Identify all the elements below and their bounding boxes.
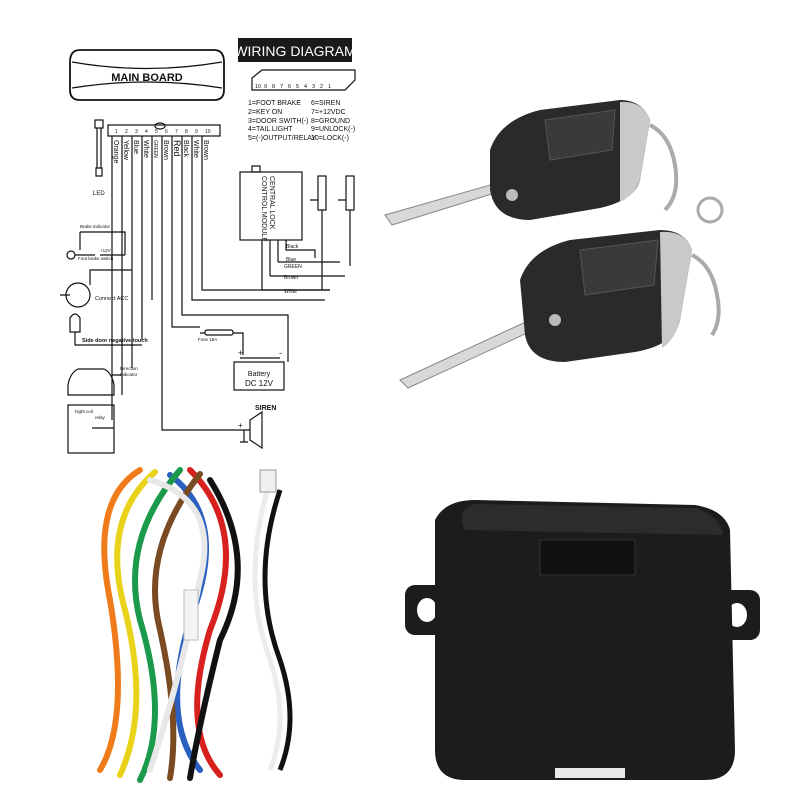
- svg-text:8=GROUND: 8=GROUND: [311, 118, 350, 125]
- svg-text:2=KEY ON: 2=KEY ON: [248, 109, 282, 116]
- key-fob-bottom: [399, 230, 721, 389]
- svg-text:4: 4: [304, 84, 307, 90]
- wire-color-labels: Orange Yellow Blue White GREEN Brown Red…: [112, 140, 209, 163]
- svg-text:6: 6: [165, 129, 168, 135]
- key-fobs: [384, 100, 724, 389]
- wiring-diagram: WIRING DIAGRAM MAIN BOARD 10 9 8 7 6 5 4…: [60, 38, 356, 454]
- svg-text:Black: Black: [286, 244, 299, 250]
- svg-text:5: 5: [296, 84, 299, 90]
- svg-text:10: 10: [255, 84, 261, 90]
- svg-text:2: 2: [125, 129, 128, 135]
- plus12v-label: +12V: [100, 248, 111, 253]
- svg-text:CONTROL MODULE: CONTROL MODULE: [260, 176, 267, 242]
- module-wire-labels: Black Blue GREEN Brown White: [284, 244, 302, 295]
- relay-label: hight coil: [75, 409, 93, 414]
- svg-text:3: 3: [135, 129, 138, 135]
- svg-text:Brown: Brown: [202, 140, 209, 160]
- brake-indicator-label: Brake indicator: [80, 224, 111, 229]
- module-label: CENTRAL LOCK CONTROL MODULE: [260, 176, 275, 242]
- wiring-diagram-title: WIRING DIAGRAM: [234, 43, 355, 59]
- svg-text:5: 5: [155, 129, 158, 135]
- svg-text:8: 8: [185, 129, 188, 135]
- led-label: LED: [93, 191, 105, 197]
- svg-text:1=FOOT BRAKE: 1=FOOT BRAKE: [248, 100, 301, 107]
- svg-text:9: 9: [264, 84, 267, 90]
- direction-indicator-label: Direction: [120, 366, 138, 371]
- wire-harness: [97, 467, 293, 783]
- side-door-label: Side door negative touch: [82, 338, 148, 344]
- svg-text:4: 4: [145, 129, 148, 135]
- svg-text:Orange: Orange: [112, 140, 119, 163]
- svg-text:7: 7: [280, 84, 283, 90]
- svg-text:Blue: Blue: [132, 140, 139, 154]
- svg-text:+: +: [238, 348, 243, 358]
- svg-text:9=UNLOCK(-): 9=UNLOCK(-): [311, 126, 355, 133]
- svg-text:9: 9: [195, 129, 198, 135]
- svg-text:GREEN: GREEN: [152, 140, 158, 158]
- foot-brake-switch-label: Foot brake switch: [78, 256, 114, 261]
- svg-text:CENTRAL LOCK: CENTRAL LOCK: [268, 176, 275, 230]
- svg-text:Black: Black: [182, 140, 189, 158]
- svg-text:-: -: [279, 348, 282, 358]
- main-board-label: MAIN BOARD: [111, 72, 183, 84]
- svg-text:Indicator: Indicator: [120, 372, 138, 377]
- svg-text:relay: relay: [95, 415, 106, 420]
- svg-text:3=DOOR SWITH(-): 3=DOOR SWITH(-): [248, 118, 308, 125]
- svg-text:8: 8: [272, 84, 275, 90]
- key-fob-top: [384, 100, 724, 226]
- svg-text:+: +: [238, 421, 243, 430]
- svg-text:10: 10: [205, 129, 211, 135]
- svg-text:White: White: [192, 140, 199, 158]
- svg-text:Brown: Brown: [284, 275, 298, 281]
- control-module-box: [405, 500, 760, 780]
- svg-text:5=(-)OUTPUT/RELAY: 5=(-)OUTPUT/RELAY: [248, 135, 316, 142]
- battery-label: Battery: [248, 371, 271, 378]
- svg-text:3: 3: [312, 84, 315, 90]
- svg-text:Blue: Blue: [286, 257, 296, 263]
- main-board-shape: [69, 49, 225, 101]
- svg-text:2: 2: [320, 84, 323, 90]
- svg-text:GREEN: GREEN: [284, 264, 302, 270]
- svg-text:4=TAIL LIGHT: 4=TAIL LIGHT: [248, 126, 293, 133]
- svg-text:7=+12VDC: 7=+12VDC: [311, 109, 346, 116]
- pin-numbers: 1 2 3 4 5 6 7 8 9 10: [115, 129, 211, 135]
- svg-text:7: 7: [175, 129, 178, 135]
- wiring-diagram-title-bg: [238, 38, 352, 62]
- svg-text:Red: Red: [172, 140, 182, 157]
- svg-text:1: 1: [115, 129, 118, 135]
- svg-text:6=SIREN: 6=SIREN: [311, 100, 340, 107]
- connector-numbers: 10 9 8 7 6 5 4 3 2 1: [255, 84, 331, 90]
- svg-text:White: White: [142, 140, 149, 158]
- svg-text:Yellow: Yellow: [122, 140, 129, 161]
- svg-text:1: 1: [328, 84, 331, 90]
- svg-text:DC 12V: DC 12V: [245, 379, 274, 388]
- svg-text:6: 6: [288, 84, 291, 90]
- fuse-label: Fuse 15A: [198, 337, 217, 342]
- svg-text:10=LOCK(-): 10=LOCK(-): [311, 135, 349, 142]
- svg-text:White: White: [284, 289, 297, 295]
- legend: 1=FOOT BRAKE 2=KEY ON 3=DOOR SWITH(-) 4=…: [248, 100, 355, 142]
- siren-label: SIREN: [255, 405, 276, 412]
- svg-text:Brown: Brown: [162, 140, 169, 160]
- connect-acc-label: Connect ACC: [95, 296, 128, 302]
